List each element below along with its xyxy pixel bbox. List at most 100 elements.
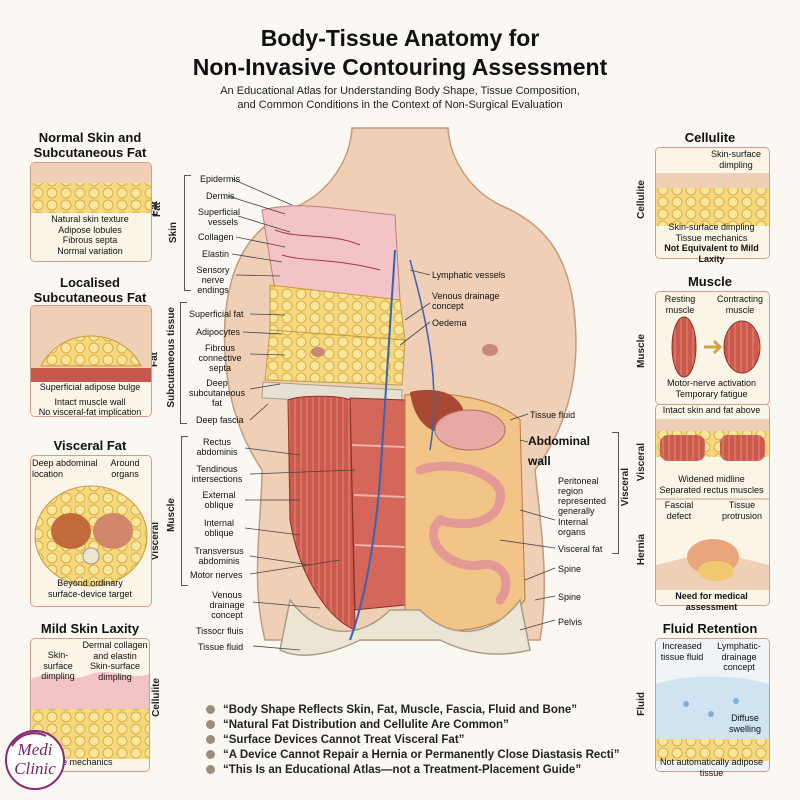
panel-fluid-title: Fluid Retention (662, 621, 758, 636)
bracket-label-subcutaneous: Subcutaneous tissue (166, 307, 177, 408)
panel-cellulite-illustration (656, 148, 769, 258)
panel-localised-labels: Superficial adipose bulge Intact muscle … (38, 382, 142, 417)
label-tissue-fluid-blurred: Tissocr fluis (196, 626, 244, 636)
panel-laxity-label-mechanics: ssue mechanics (48, 757, 113, 767)
panel-laxity-side-label: Cellulite (151, 678, 162, 717)
panel-muscle-illustration (656, 292, 769, 404)
pelvis (279, 598, 531, 656)
label-motor-nerves: Motor nerves (190, 570, 243, 580)
abdominal-muscle (287, 395, 356, 631)
label-elastin: Elastin (202, 249, 230, 259)
page-title: Body-Tissue Anatomy for Non-Invasive Con… (192, 25, 608, 80)
label-lymphatic-vessels: Lymphatic vessels (432, 270, 506, 280)
panel-muscle-side-label: Muscle (636, 334, 647, 368)
panel-visceral-illustration (31, 456, 151, 606)
bracket-label-muscle: Muscle (166, 498, 177, 532)
panel-hernia-label-intact: Intact skin and fat above (662, 405, 761, 415)
panel-localised (30, 305, 152, 417)
panel-hernia-side-hernia: Hernia (636, 534, 647, 566)
panel-fluid-illustration (656, 639, 769, 771)
panel-fluid (655, 638, 770, 772)
label-tissue-fluid-left: Tissue fluid (198, 642, 244, 652)
medi-clinic-logo: Medi Clinic (4, 726, 66, 792)
key-notes-list: “Body Shape Reflects Skin, Fat, Muscle, … (206, 702, 626, 777)
label-spine-2: Spine (558, 592, 582, 602)
panel-cellulite-side-label: Cellulite (636, 180, 647, 219)
skin-cutaway (261, 205, 401, 301)
bullet-dot (206, 705, 215, 714)
label-dermis: Dermis (206, 191, 235, 201)
panel-muscle-title: Muscle (687, 274, 733, 289)
panel-hernia-side-visceral: Visceral (636, 443, 647, 482)
key-note: “Natural Fat Distribution and Cellulite … (206, 717, 626, 732)
label-epidermis: Epidermis (200, 174, 241, 184)
label-visceral-fat: Visceral fat (558, 544, 603, 554)
label-oedema: Oedema (432, 318, 467, 328)
bracket-label-skin: Skin (168, 222, 179, 244)
label-deep-fascia: Deep fascia (196, 415, 244, 425)
panel-fluid-side-label: Fluid (636, 692, 647, 716)
panel-fluid-label-not-adipose: Not automatically adipose tissue (659, 757, 764, 778)
panel-cellulite-title: Cellulite (684, 130, 736, 145)
bracket-muscle (181, 436, 188, 586)
label-superficial-fat: Superficial fat (189, 309, 244, 319)
panel-hernia-label-assessment: Need for medical assessment (675, 591, 748, 612)
panel-visceral-title: Visceral Fat (53, 438, 127, 453)
panel-cellulite (655, 147, 770, 259)
label-adipocytes: Adipocytes (196, 327, 241, 337)
label-pelvis: Pelvis (558, 617, 583, 627)
logo-text: Medi Clinic (14, 740, 56, 778)
key-note: “A Device Cannot Repair a Hernia or Perm… (206, 747, 626, 762)
bracket-skin (184, 175, 191, 291)
page-subtitle: An Educational Atlas for Understanding B… (220, 85, 580, 111)
key-note: “Surface Devices Cannot Treat Visceral F… (206, 732, 626, 747)
bracket-subcutaneous (180, 302, 187, 424)
panel-normal (30, 162, 152, 262)
panel-visceral (30, 455, 152, 607)
panel-hernia (655, 404, 770, 606)
bullet-dot (206, 735, 215, 744)
panel-normal-side-label: Fat (152, 202, 163, 217)
bracket-visceral-right (612, 432, 619, 554)
bracket-label-visceral-right: Visceral (620, 468, 631, 507)
panel-hernia-illustration (656, 405, 769, 605)
panel-normal-illustration (31, 163, 151, 261)
bullet-dot (206, 720, 215, 729)
logo-emblem-icon (5, 730, 65, 790)
label-spine-1: Spine (558, 564, 582, 574)
key-note: “This Is an Educational Atlas—not a Trea… (206, 762, 626, 777)
panel-localised-illustration (31, 306, 151, 416)
panel-laxity-title: Mild Skin Laxity (40, 621, 140, 636)
